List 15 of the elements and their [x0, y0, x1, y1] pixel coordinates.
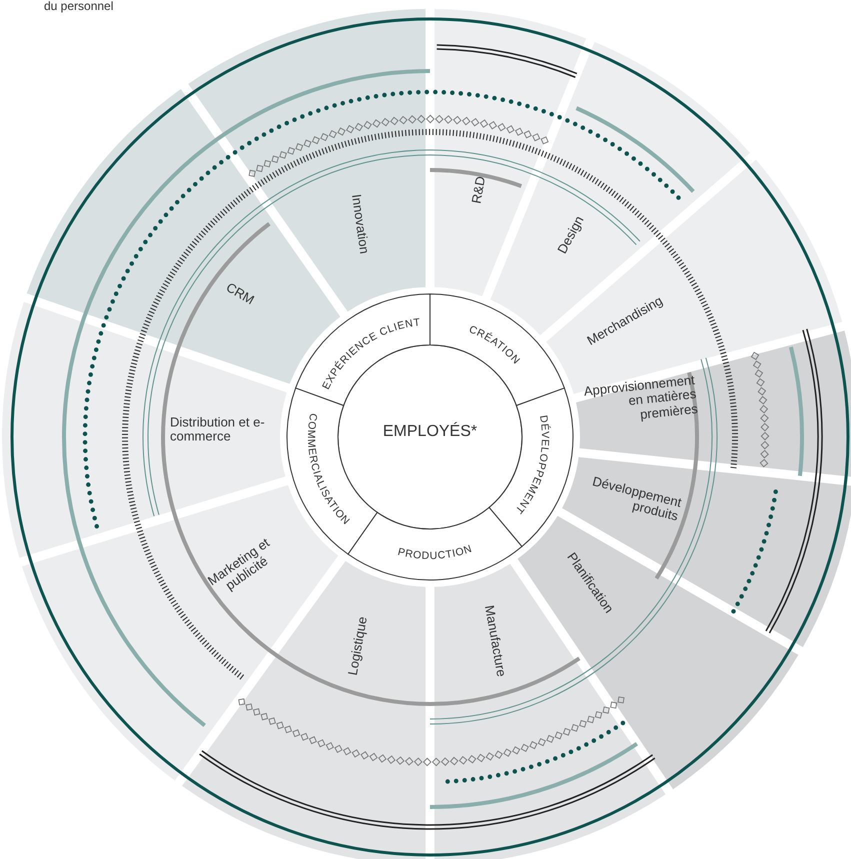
- category-label: PRODUCTION: [396, 542, 474, 562]
- sector-wedge: [188, 9, 426, 312]
- sector-wedge: [562, 457, 851, 648]
- sector-label: Approvisionnement en matières premières: [582, 373, 698, 424]
- ring-segment: [430, 294, 565, 406]
- legend-note: du personnel: [44, 0, 114, 12]
- ring-segment: [295, 294, 430, 406]
- sector-label: CRM: [224, 280, 256, 308]
- center-label: EMPLOYÉS*: [382, 421, 478, 442]
- sector-label: Innovation: [348, 193, 372, 255]
- sector-label: Distribution et e-commerce: [170, 416, 266, 444]
- sector-label: Manufacture: [482, 604, 508, 678]
- sector-label: R&D: [470, 175, 488, 205]
- sector-wedge: [434, 9, 586, 296]
- sector-label: Logistique: [346, 616, 370, 676]
